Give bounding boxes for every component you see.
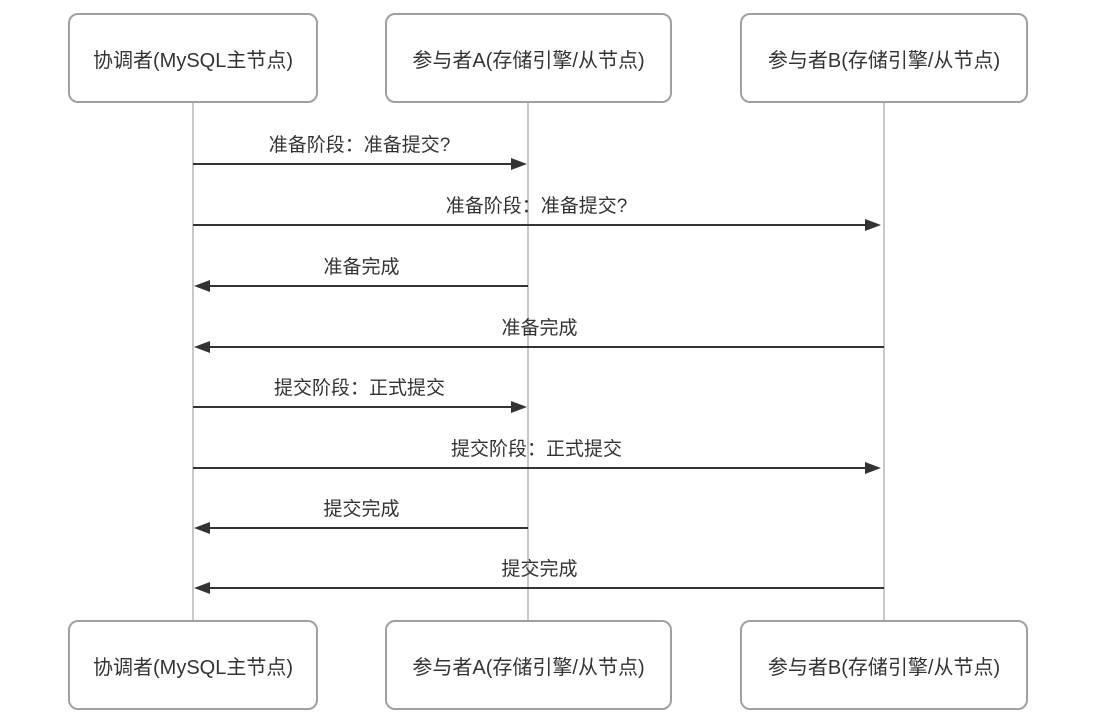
arrow-line (207, 346, 884, 348)
arrow-line (207, 285, 528, 287)
message-prepare-done-from-a: 准备完成 (194, 251, 528, 292)
arrowhead-right-icon (511, 401, 527, 413)
message-prepare-to-a: 准备阶段：准备提交? (193, 129, 527, 170)
arrowhead-left-icon (194, 280, 210, 292)
actor-label-participant-b-bottom: 参与者B(存储引擎/从节点) (767, 656, 1001, 679)
arrow-line (193, 163, 514, 165)
actor-label-participant-a-bottom: 参与者A(存储引擎/从节点) (412, 656, 645, 679)
message-label: 准备阶段：准备提交? (268, 135, 451, 156)
message-commit-done-from-b: 提交完成 (194, 553, 884, 594)
actor-box-participant-a-bottom: 参与者A(存储引擎/从节点) (385, 620, 672, 710)
arrowhead-right-icon (511, 158, 527, 170)
arrowhead-left-icon (194, 582, 210, 594)
actor-box-participant-b-top: 参与者B(存储引擎/从节点) (740, 13, 1028, 103)
actor-box-participant-b-bottom: 参与者B(存储引擎/从节点) (740, 620, 1028, 710)
actor-box-coordinator-bottom: 协调者(MySQL主节点) (68, 620, 318, 710)
message-prepare-done-from-b: 准备完成 (194, 312, 884, 353)
actor-label-participant-a-top: 参与者A(存储引擎/从节点) (412, 49, 645, 72)
actor-box-coordinator-top: 协调者(MySQL主节点) (68, 13, 318, 103)
actor-box-participant-a-top: 参与者A(存储引擎/从节点) (385, 13, 672, 103)
message-label: 准备阶段：准备提交? (445, 196, 628, 217)
message-label: 准备完成 (323, 257, 400, 278)
arrowhead-right-icon (865, 219, 881, 231)
message-label: 提交阶段：正式提交 (450, 439, 622, 460)
arrowhead-left-icon (194, 522, 210, 534)
actor-label-participant-b-top: 参与者B(存储引擎/从节点) (767, 49, 1001, 72)
arrow-line (207, 587, 884, 589)
arrow-line (207, 527, 528, 529)
message-commit-done-from-a: 提交完成 (194, 493, 528, 534)
arrowhead-left-icon (194, 341, 210, 353)
message-label: 提交完成 (501, 559, 578, 580)
message-prepare-to-b: 准备阶段：准备提交? (193, 190, 881, 231)
lifeline-participant-a (527, 103, 529, 620)
lifeline-coordinator (192, 103, 194, 620)
arrow-line (193, 224, 868, 226)
arrow-line (193, 467, 868, 469)
message-commit-to-a: 提交阶段：正式提交 (193, 372, 527, 413)
message-label: 准备完成 (501, 318, 578, 339)
lifeline-participant-b (883, 103, 885, 620)
message-label: 提交完成 (323, 499, 400, 520)
arrow-line (193, 406, 514, 408)
actor-label-coordinator-top: 协调者(MySQL主节点) (93, 49, 293, 72)
message-commit-to-b: 提交阶段：正式提交 (193, 433, 881, 474)
arrowhead-right-icon (865, 462, 881, 474)
actor-label-coordinator-bottom: 协调者(MySQL主节点) (93, 656, 293, 679)
message-label: 提交阶段：正式提交 (273, 378, 445, 399)
